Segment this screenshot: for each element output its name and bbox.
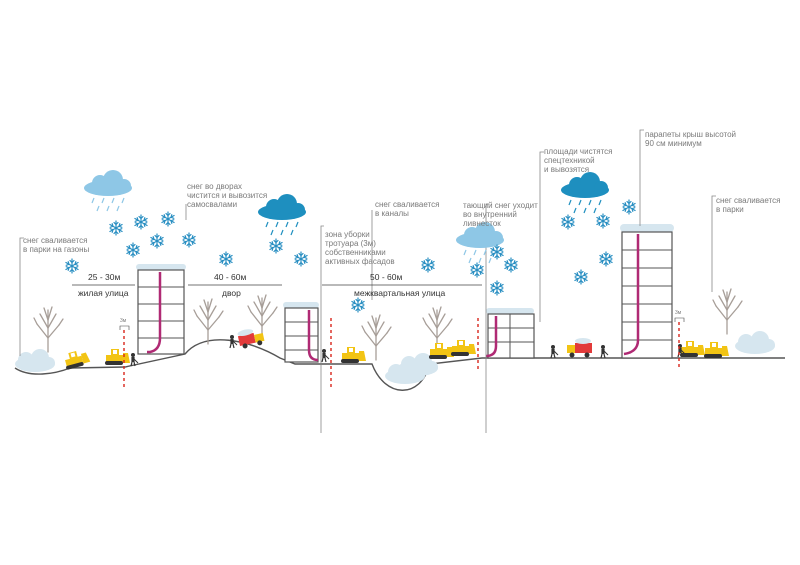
dump-truck-icon <box>567 338 592 358</box>
bulldozer-icon <box>704 342 729 358</box>
snow-pile-left-park <box>15 349 55 372</box>
annotation-parapets: парапеты крыш высотой 90 см минимум <box>645 130 737 148</box>
dimension-interblock: 50 - 60м <box>370 272 403 282</box>
bulldozer-icon <box>451 340 476 356</box>
tree-icon <box>712 288 743 335</box>
dimension-residential: 25 - 30м <box>88 272 121 282</box>
snow-pile-right-park <box>735 331 775 354</box>
annotation-sidewalk-zone: зона уборки тротуара (3м) собственниками… <box>325 230 395 266</box>
zone-interblock-street: межквартальная улица <box>354 288 446 298</box>
bulldozer-icon <box>680 341 705 357</box>
building-interblock <box>485 308 535 359</box>
annotation-park-lawns: снег сваливается в парки на газоны <box>23 236 90 254</box>
annotation-leaders <box>19 129 716 433</box>
bulldozer-icon <box>341 347 366 363</box>
ground-line <box>14 339 785 391</box>
bulldozer-icon <box>429 343 454 359</box>
building-courtyard <box>283 302 319 363</box>
person-icon <box>321 348 330 363</box>
annotation-squares: площади чистятся спецтехникой и вывозятс… <box>544 147 613 174</box>
tree-icon <box>33 306 64 353</box>
dimension-courtyard: 40 - 60м <box>214 272 247 282</box>
annotation-courtyard-removal: снег во дворах чистится и вывозится само… <box>187 182 268 209</box>
cloud-icon <box>561 172 609 214</box>
dump-truck-icon <box>237 329 265 349</box>
tree-icon <box>193 298 224 345</box>
zone-courtyard: двор <box>222 288 241 298</box>
person-icon <box>600 344 609 359</box>
bulldozer-icon <box>105 349 130 365</box>
zone-residential-street: жилая улица <box>78 288 129 298</box>
sidewalk-width-mark: 3м <box>675 310 682 316</box>
building-residential <box>136 264 186 355</box>
annotation-channels: снег сваливается в каналы <box>375 200 440 218</box>
bulldozer-icon <box>62 348 91 371</box>
cloud-icon <box>84 170 132 212</box>
sidewalk-zone-marker <box>123 318 680 390</box>
annotation-park-right: снег сваливается в парки <box>716 196 781 214</box>
person-icon <box>550 344 559 359</box>
sidewalk-width-mark: 3м <box>120 318 127 324</box>
tree-icon <box>361 314 392 361</box>
building-tall <box>620 224 674 359</box>
annotation-melting-snow: тающий снег уходит во внутренний ливнест… <box>463 201 538 228</box>
